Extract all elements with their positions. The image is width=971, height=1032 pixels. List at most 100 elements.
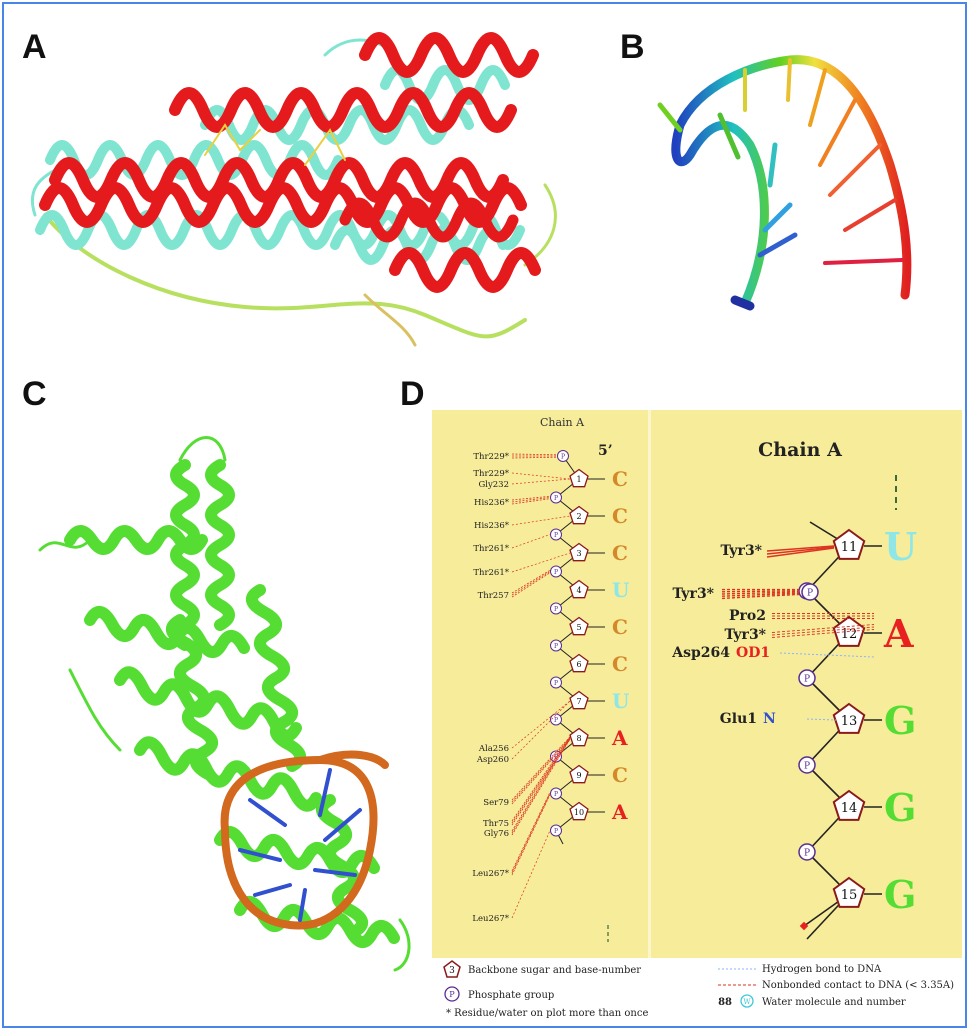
- nucleotide-base: G: [884, 698, 916, 743]
- legend-sugar-icon: [443, 960, 461, 978]
- nucleotide-number: 7: [576, 697, 581, 706]
- residue-label: Gly76: [484, 829, 509, 839]
- loop-path: [43, 213, 527, 339]
- phosphate-label: P: [804, 762, 810, 772]
- sugar-node: [569, 542, 589, 562]
- nonbonded-contact: [511, 456, 558, 459]
- hbond-contact: [806, 718, 837, 721]
- phosphate-node: [550, 491, 562, 504]
- residue-label: Thr257: [478, 591, 509, 601]
- phosphate-label: P: [554, 680, 558, 687]
- legend-water-num: 88: [718, 997, 732, 1008]
- nonbonded-contact: [511, 737, 571, 803]
- residue-label: Asp264: [671, 645, 730, 661]
- nucleotide-base: A: [883, 611, 914, 656]
- nonbonded-contact: [511, 737, 571, 834]
- nonbonded-contact: [511, 700, 571, 760]
- base-stick: [323, 808, 362, 842]
- nonbonded-contact: [511, 736, 571, 832]
- helix-green: [64, 525, 208, 555]
- nucleotide-base: G: [884, 872, 916, 917]
- legend-water-icon: [740, 994, 754, 1008]
- helix-green: [246, 584, 306, 772]
- nucleotide-number: 15: [841, 888, 858, 903]
- base-stick: [786, 58, 792, 102]
- rna-tail: [316, 750, 389, 769]
- panel-c-letter: C: [22, 375, 47, 413]
- nucleotide-base: U: [612, 689, 629, 713]
- nucleotide-base: C: [612, 504, 628, 528]
- sugar-node: [569, 727, 589, 747]
- nucleotide-number: 9: [576, 771, 581, 780]
- contact-line: [766, 547, 835, 558]
- contact-line: [766, 546, 835, 555]
- sugar-node: [569, 616, 589, 636]
- phosphate-label: P: [807, 589, 813, 599]
- legend-sugar-text: Backbone sugar and base-number: [468, 965, 641, 976]
- legend-phosphate-text: Phosphate group: [468, 990, 554, 1001]
- base-stick: [767, 142, 778, 188]
- residue-label: Pro2: [729, 608, 766, 624]
- plot-divider: [648, 410, 651, 958]
- nonbonded-contact: [771, 624, 875, 633]
- sugar-node: [569, 505, 589, 525]
- left-chain-title: Chain A: [540, 416, 585, 429]
- nonbonded-contact: [771, 629, 875, 638]
- nonbonded-contact: [511, 495, 551, 501]
- panel-a-protein-superposition: [30, 32, 557, 347]
- base-stick: [757, 232, 798, 258]
- nucleotide-number: 1: [576, 475, 581, 484]
- helix-cyan: [35, 210, 525, 250]
- base-stick: [828, 143, 882, 197]
- phosphate-node: [557, 450, 569, 462]
- sugar-node: [569, 690, 589, 710]
- residue-label: Gly232: [478, 480, 509, 490]
- phosphate-node: [550, 639, 562, 652]
- sugar-node: [569, 764, 589, 784]
- helix-green: [166, 614, 218, 780]
- residue-label: Thr261*: [473, 544, 509, 554]
- legend: 3 Backbone sugar and base-number P Phosp…: [443, 960, 954, 1019]
- residue-label: Leu267*: [472, 914, 509, 924]
- phosphate-node: [550, 824, 562, 837]
- nucleotide-base: A: [611, 800, 628, 824]
- phosphate-node: [550, 528, 562, 541]
- legend-sugar-num: 3: [449, 966, 455, 976]
- residue-label: Asp260: [476, 755, 509, 765]
- nucleotide-base: C: [612, 467, 628, 491]
- nonbonded-contact: [511, 738, 571, 836]
- nucleotide-number: 3: [576, 549, 581, 558]
- nonbonded-contact: [511, 830, 551, 919]
- five-prime-label: 5’: [598, 443, 613, 459]
- base-stick: [248, 798, 287, 827]
- residue-label: Thr229*: [473, 452, 509, 462]
- nonbonded-contact: [511, 569, 551, 594]
- base-stick: [808, 68, 827, 127]
- phosphate-label: P: [554, 495, 558, 502]
- residue-label: Ala256: [478, 744, 509, 754]
- base-stick: [762, 202, 793, 233]
- sugar-node: [569, 653, 589, 673]
- phosphate-node: [801, 583, 819, 601]
- phosphate-node: [550, 602, 562, 615]
- legend-water-sym: W: [743, 998, 751, 1006]
- helix-red: [49, 157, 509, 203]
- nucleotide-base: U: [884, 524, 917, 569]
- nonbonded-contact: [511, 738, 571, 805]
- nonbonded-contact: [721, 590, 800, 593]
- base-stick: [717, 112, 741, 160]
- sugar-node: [832, 528, 866, 560]
- helix-cyan: [200, 105, 474, 145]
- helix-green: [316, 794, 368, 938]
- phosphate-label: P: [554, 828, 558, 835]
- panel-d-contact-map: Chain A 5’ PPPPPPPPPPP1C2C3C4U5C6C7U8A9C…: [432, 410, 962, 1022]
- legend-hbond-text: Hydrogen bond to DNA: [762, 964, 882, 975]
- nucleotide-number: 13: [841, 714, 858, 729]
- nucleotide-number: 14: [841, 801, 858, 816]
- phosphate-label: P: [554, 717, 558, 724]
- nonbonded-contact: [511, 478, 571, 485]
- sugar-node: [832, 702, 866, 734]
- phosphate-label: P: [554, 532, 558, 539]
- sugar-node: [569, 468, 589, 488]
